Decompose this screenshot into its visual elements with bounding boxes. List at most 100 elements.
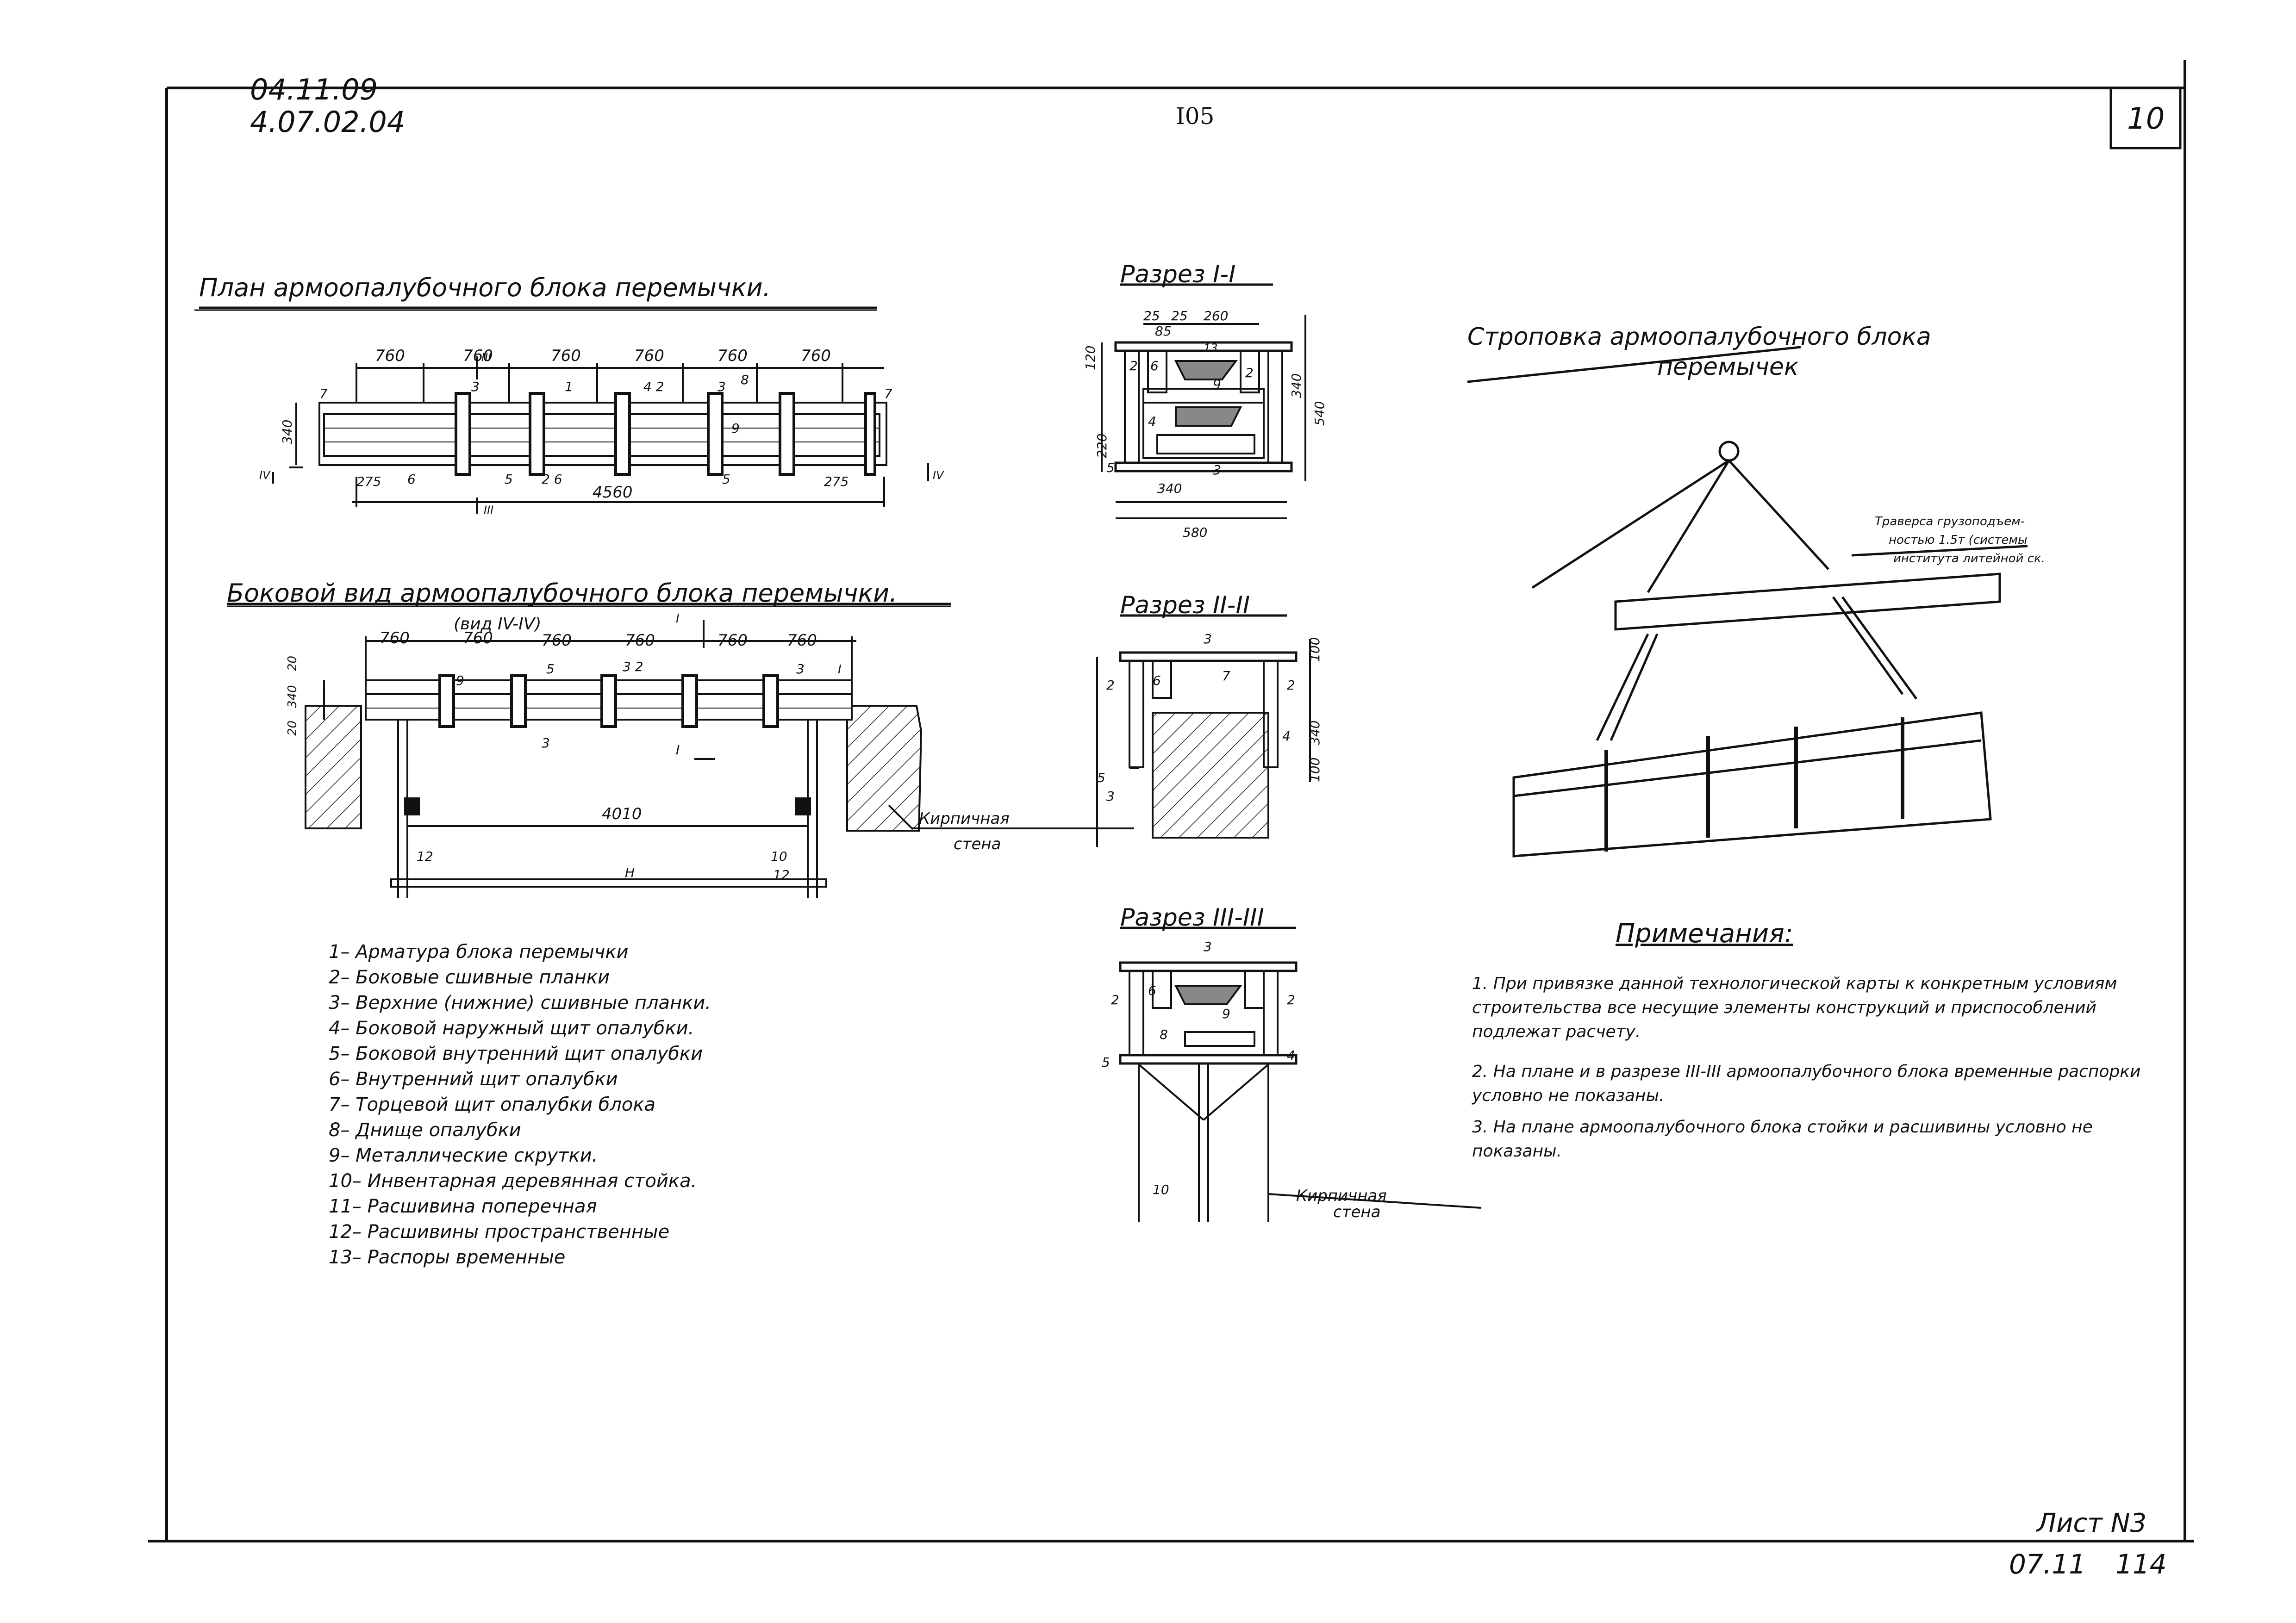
svg-text:3: 3 [542,735,550,751]
svg-text:5: 5 [546,661,555,677]
doc-code-1: 04.11.09 [250,73,378,106]
svg-text:5: 5 [1097,770,1105,785]
side-dim-span: 4010 [602,805,642,823]
traverse-note: института литейной ск. [1893,552,2045,566]
svg-text:2 6: 2 6 [542,472,562,487]
legend-item: 8– Днище опалубки [329,1119,521,1141]
svg-text:2: 2 [1245,365,1254,380]
legend-item: 7– Торцевой щит опалубки блока [329,1094,655,1115]
section-3-title: Разрез III-III [1120,904,1264,932]
traverse-note: ностью 1.5т (системы [1889,533,2028,547]
section-dim: 120 [1083,346,1098,370]
plan-dim: 760 [634,347,664,365]
svg-text:9: 9 [1213,377,1221,392]
brick-wall-label: стена [1333,1203,1380,1221]
plan-drawing [199,306,929,514]
side-dim: 760 [542,631,572,650]
svg-text:3: 3 [1213,462,1221,478]
svg-text:H: H [625,865,635,880]
side-view-drawing [227,603,1134,898]
side-dim: 760 [625,631,655,650]
side-dim-height: 340 [286,685,299,708]
legend-item: 13– Распоры временные [329,1247,565,1268]
legend-item: 3– Верхние (нижние) сшивные планки. [329,992,711,1014]
legend-item: 10– Инвентарная деревянная стойка. [329,1170,697,1192]
svg-text:3: 3 [1106,789,1115,804]
brick-wall-label: стена [954,835,1001,853]
svg-text:6: 6 [1150,358,1159,373]
section-dim: 25 [1143,308,1160,323]
section-dim: 580 [1183,525,1207,540]
section-2-drawing [1096,614,1311,847]
notes-item-1: 1. При привязке данной технологической к… [1472,974,2117,1041]
traverse-note: Траверса грузоподъем- [1875,515,2025,529]
svg-text:8: 8 [741,372,749,387]
section-1-title: Разрез I-I [1120,261,1236,288]
svg-text:3: 3 [471,379,480,394]
section-dim: 340 [1307,721,1323,745]
svg-text:2: 2 [1129,358,1138,373]
svg-text:9: 9 [456,673,464,688]
side-dim: 760 [787,631,817,650]
plan-dim: 760 [551,347,581,365]
plan-dim: 760 [375,347,405,365]
section-mark: IV [259,469,271,482]
section-dim: 340 [1289,373,1304,398]
notes-item-2: 2. На плане и в разрезе III-III армоопал… [1472,1062,2141,1105]
side-view-labels: 760 760 760 760 760 760 4010 20 340 20 К… [286,612,1010,883]
svg-text:2: 2 [1111,992,1119,1007]
svg-text:2: 2 [1106,678,1115,693]
svg-text:3: 3 [1204,939,1212,954]
svg-text:I: I [676,612,680,626]
svg-text:12: 12 [773,867,790,883]
plan-title: План армоопалубочного блока перемычки. [199,273,771,302]
svg-text:5: 5 [1102,1055,1110,1070]
plan-dim-edge: 275 [824,474,849,489]
brick-wall-label: Кирпичная [1296,1187,1387,1205]
plan-dim-height: 340 [280,420,295,444]
section-dim: 25 [1171,308,1188,323]
svg-text:8: 8 [1160,1027,1168,1042]
section-dim: 260 [1204,308,1228,323]
section-dim: 85 [1155,323,1172,339]
legend-item: 2– Боковые сшивные планки [329,967,610,988]
section-mark: III [484,504,493,516]
svg-text:1: 1 [565,379,573,394]
section-mark: IV [933,469,944,482]
svg-text:5: 5 [505,472,513,487]
side-view-subtitle: (вид IV-IV) [454,615,541,634]
plan-dim: 760 [718,347,748,365]
side-view-title: Боковой вид армоопалубочного блока перем… [227,578,897,608]
sheet-box-number: 10 [2127,102,2165,136]
plan-dim: 760 [801,347,831,365]
svg-text:6: 6 [407,472,416,487]
section-dim: 100 [1307,758,1323,782]
legend-item: 1– Арматура блока перемычки [329,941,629,963]
svg-text:9: 9 [731,421,740,436]
section-1-drawing [1101,283,1306,519]
doc-code-2: 4.07.02.04 [250,105,405,139]
svg-text:10: 10 [1153,1182,1169,1197]
section-2-title: Разрез II-II [1120,591,1250,619]
section-2-labels: 100 340 100 63 72 25 34 [1097,631,1323,804]
section-mark: III [481,351,491,364]
svg-text:4 2: 4 2 [643,379,664,394]
rigging-title-2: перемычек [1657,353,1799,381]
sheet-frame [148,60,2194,1542]
side-dim-height: 20 [286,721,299,736]
notes-item-3: 3. На плане армоопалубочного блока стойк… [1472,1118,2093,1161]
svg-text:13: 13 [1204,342,1218,354]
plan-dim: 760 [463,347,493,365]
side-dim: 760 [380,629,410,647]
legend-item: 12– Расшивины пространственные [329,1221,669,1243]
svg-text:7: 7 [319,386,328,401]
side-dim: 760 [463,629,493,647]
legend-item: 9– Металлические скрутки. [329,1145,598,1166]
svg-text:5: 5 [722,472,730,487]
svg-text:I: I [676,742,680,758]
plan-dim-edge: 275 [356,474,381,489]
page-number: I05 [1176,103,1214,130]
svg-text:4: 4 [1148,414,1156,429]
